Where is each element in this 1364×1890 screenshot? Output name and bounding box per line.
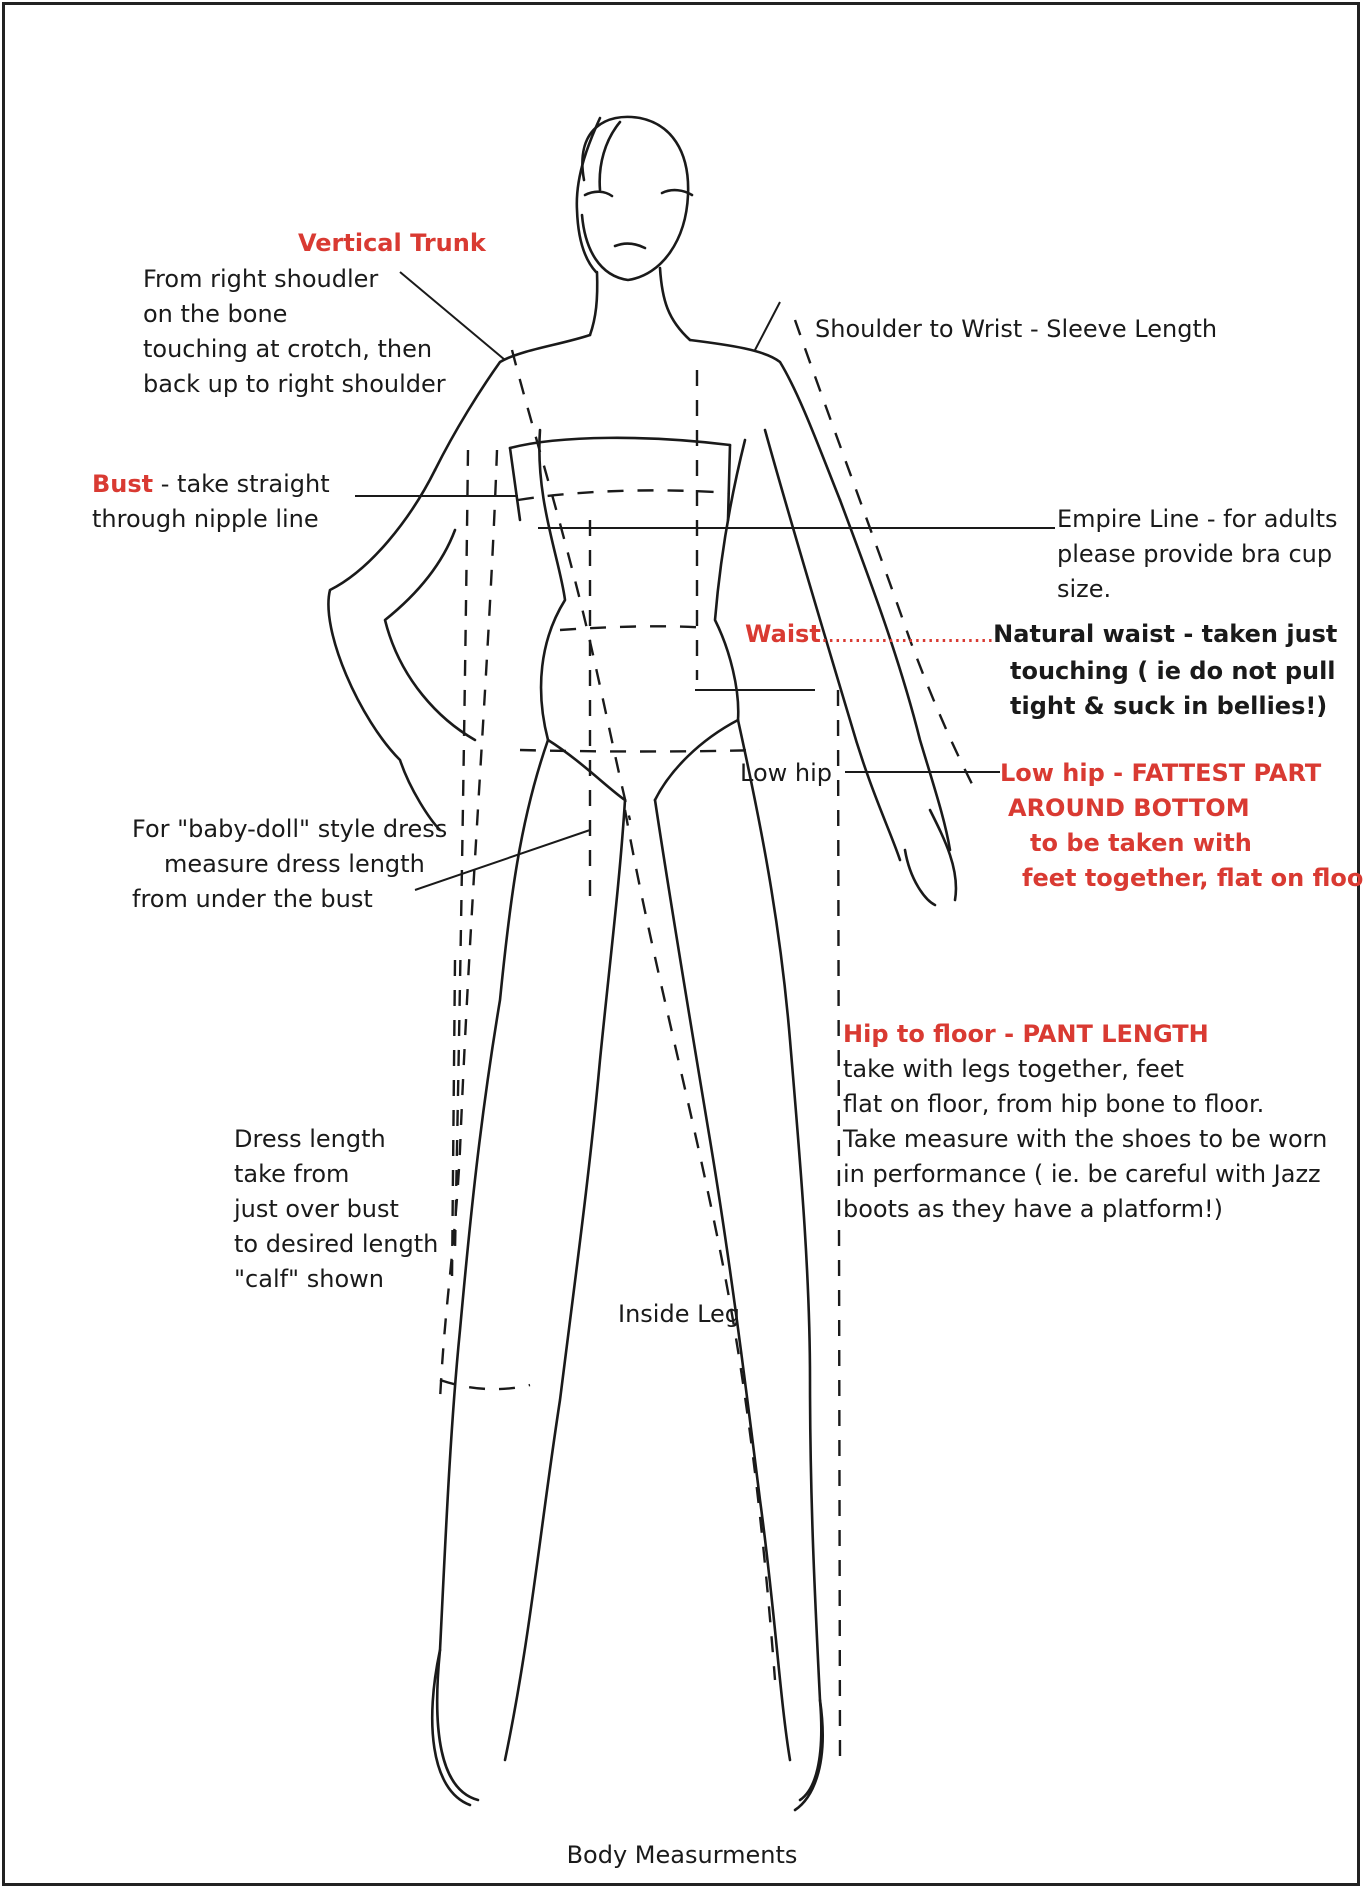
vertical-trunk-line: on the bone [143,297,446,332]
vertical-trunk-line: back up to right shoulder [143,367,446,402]
pant-heading: Hip to floor - PANT LENGTH [843,1017,1327,1052]
vertical-trunk-description: From right shoudler on the bone touching… [143,262,446,402]
page-title: Body Measurments [0,1838,1364,1873]
low-hip-line: feet together, flat on floor [1000,861,1364,896]
leg-right-outer [738,720,821,1800]
neck-left [590,272,597,335]
waist-description: touching ( ie do not pull tight & suck i… [1010,654,1336,724]
leader-sleeve [755,302,780,350]
page-title-text: Body Measurments [567,1841,798,1869]
low-hip-dashes [520,750,760,752]
waist-label: Waist..........................Natural w… [745,617,1337,652]
empire-line: please provide bra cup [1057,537,1337,572]
baby-doll-line: For "baby-doll" style dress [132,812,447,847]
hair-line [577,118,600,272]
pant-length-dashes [838,690,840,1760]
pant-length-label: Hip to floor - PANT LENGTH take with leg… [843,1017,1327,1227]
waist-dashes [560,626,708,630]
dress-length-line: Dress length [234,1122,438,1157]
inside-leg-text: Inside Leg [618,1300,740,1328]
inside-leg-dashes [625,810,775,1680]
pant-line: Take measure with the shoes to be worn [843,1122,1327,1157]
waist-line: tight & suck in bellies!) [1010,689,1336,724]
hand-right [905,810,956,905]
arm-left-outer [328,470,440,830]
shoulder-right [690,340,840,500]
dress-length-dashes-2 [455,450,468,1250]
bust-heading: Bust [92,470,153,498]
vertical-trunk-line: touching at crotch, then [143,332,446,367]
leg-left-inner [505,800,625,1760]
arm-right-outer [840,500,950,850]
leotard-right [655,720,738,800]
pant-line: take with legs together, feet [843,1052,1327,1087]
neck-right [660,268,690,340]
low-hip-line: to be taken with [1000,826,1364,861]
waist-line: touching ( ie do not pull [1010,654,1336,689]
hair-strand [600,122,620,190]
baby-doll-line: from under the bust [132,882,447,917]
baby-doll-label: For "baby-doll" style dress measure dres… [132,812,447,917]
vertical-trunk-line: From right shoudler [143,262,446,297]
dress-length-label: Dress length take from just over bust to… [234,1122,438,1297]
waist-line: Natural waist - taken just [993,620,1337,648]
torso-left [539,430,565,740]
sleeve-length-text: Shoulder to Wrist - Sleeve Length [815,315,1217,343]
dress-length-line: take from [234,1157,438,1192]
eye-left [585,192,612,196]
low-hip-small-label: Low hip [740,756,832,791]
low-hip-small-text: Low hip [740,759,832,787]
arm-left-inner [385,530,475,740]
calf-dashes [440,1380,530,1389]
vertical-trunk-heading: Vertical Trunk [298,226,486,261]
bust-line2: through nipple line [92,502,330,537]
dress-length-line: just over bust [234,1192,438,1227]
bodice-left [510,448,520,520]
empire-line: size. [1057,572,1337,607]
empire-line-label: Empire Line - for adults please provide … [1057,502,1337,607]
sleeve-length-label: Shoulder to Wrist - Sleeve Length [815,312,1217,347]
bust-rest: - take straight [153,470,329,498]
bust-label: Bust - take straight through nipple line [92,467,330,537]
foot-right [795,1700,823,1810]
leg-left-outer [437,740,548,1800]
low-hip-line: AROUND BOTTOM [1000,791,1364,826]
leotard-left [548,740,625,800]
dress-length-line: "calf" shown [234,1262,438,1297]
inside-leg-label: Inside Leg [618,1297,740,1332]
pant-line: flat on floor, from hip bone to floor. [843,1087,1327,1122]
sleeve-dashes [795,320,975,790]
head-outline [582,117,688,280]
waist-dots: .......................... [821,620,993,648]
waist-heading: Waist [745,620,821,648]
low-hip-line: Low hip - FATTEST PART [1000,756,1364,791]
pant-line: in performance ( ie. be careful with Jaz… [843,1157,1327,1192]
dress-length-dashes [440,450,497,1400]
low-hip-label: Low hip - FATTEST PART AROUND BOTTOM to … [1000,756,1364,896]
dress-length-line: to desired length [234,1227,438,1262]
pant-line: boots as they have a platform!) [843,1192,1327,1227]
vertical-trunk-label: Vertical Trunk [298,226,486,261]
empire-line: Empire Line - for adults [1057,502,1337,537]
baby-doll-line: measure dress length [132,847,447,882]
mouth [615,244,645,248]
